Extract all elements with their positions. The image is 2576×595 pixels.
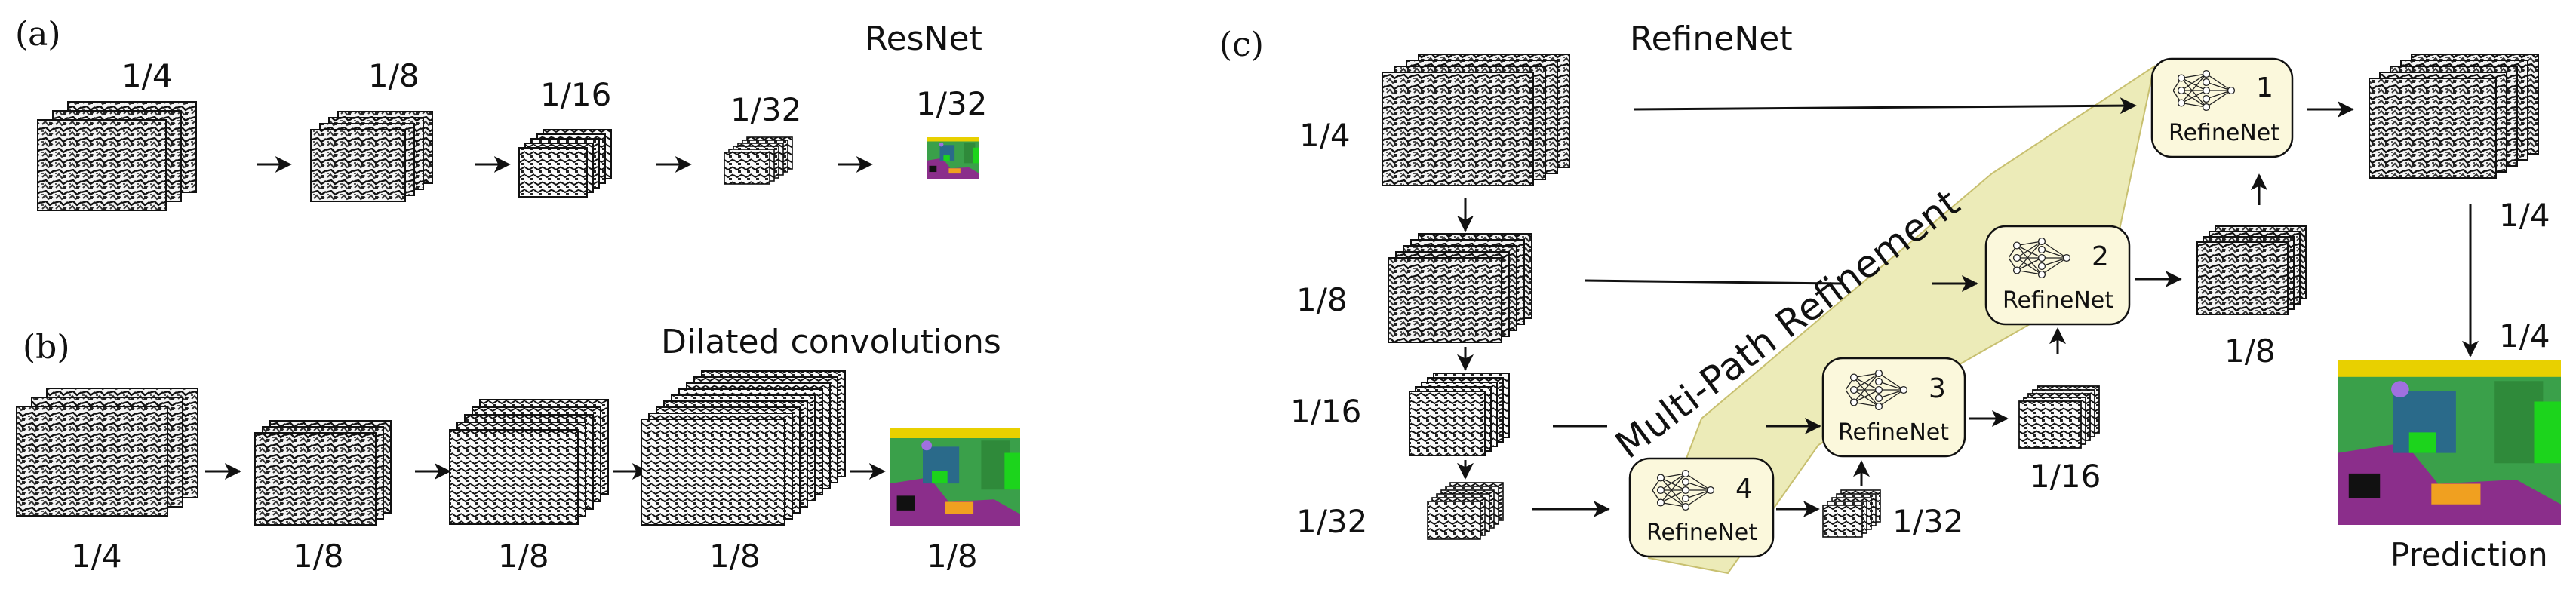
- left-scale-4: 1/32: [1296, 503, 1367, 540]
- skip-arrow-2: [1584, 279, 1842, 285]
- refinenet-block-3-name: RefineNet: [1838, 419, 1949, 446]
- refined-stack-1-32: [1822, 489, 1881, 538]
- feature-stack-b3: [449, 399, 609, 525]
- backbone-stack-1: [1382, 54, 1570, 186]
- output-scale-1-4: 1/4: [2499, 197, 2550, 234]
- feature-stack-b1: [16, 388, 198, 517]
- left-scale-2: 1/8: [1296, 281, 1348, 318]
- feature-stack-a1: [37, 101, 197, 211]
- panel-b: (b) Dilated convolutions 1/4 1/8 1/8: [16, 323, 1020, 575]
- panel-a-title: ResNet: [865, 20, 982, 58]
- panel-a-scale-3: 1/16: [540, 76, 611, 113]
- refined-stack-1-8: [2196, 225, 2307, 315]
- refinenet-block-4: 4 RefineNet: [1628, 457, 1775, 558]
- feature-stack-a3: [518, 129, 612, 198]
- panel-a-scale-2: 1/8: [368, 57, 420, 94]
- panel-b-label: (b): [23, 328, 70, 367]
- panel-b-scale-1: 1/4: [71, 538, 122, 575]
- skip-arrow-1: [1633, 97, 2137, 115]
- prediction-segmentation-map: [2338, 360, 2561, 525]
- output-scale-1-8: 1/8: [2224, 333, 2276, 370]
- output-scale-1-16: 1/16: [2030, 458, 2101, 495]
- final-scale: 1/4: [2499, 317, 2550, 354]
- refinenet-block-4-number: 4: [1735, 474, 1753, 505]
- refinenet-block-1-number: 1: [2256, 72, 2273, 103]
- panel-b-title: Dilated convolutions: [661, 323, 1001, 361]
- segmentation-thumb-a: [927, 137, 979, 179]
- panel-a-scale-5: 1/32: [916, 85, 987, 122]
- refinenet-block-1: 1 RefineNet: [2150, 57, 2294, 158]
- backbone-stack-2: [1388, 233, 1532, 343]
- panel-b-scale-2: 1/8: [293, 538, 344, 575]
- refinenet-block-2: 2 RefineNet: [1984, 225, 2131, 326]
- refined-stack-1-4: [2369, 54, 2539, 179]
- panel-a-label: (a): [15, 15, 61, 54]
- refined-stack-1-16: [2018, 385, 2100, 449]
- feature-stack-b4: [641, 370, 846, 526]
- segmentation-output-b: [890, 428, 1020, 526]
- panel-b-scale-3: 1/8: [498, 538, 549, 575]
- refinenet-block-1-name: RefineNet: [2169, 120, 2279, 146]
- refinenet-block-2-number: 2: [2092, 241, 2109, 272]
- panel-c: (c) RefineNet Multi-Path Refinement 1/4 …: [1219, 20, 2561, 575]
- panel-c-label: (c): [1219, 26, 1264, 64]
- refinenet-block-4-name: RefineNet: [1646, 520, 1757, 546]
- panel-a: (a) ResNet 1/4 1/8 1/16 1/32: [15, 15, 987, 211]
- feature-stack-a2: [310, 111, 433, 202]
- prediction-label: Prediction: [2390, 536, 2548, 573]
- feature-stack-a4: [724, 136, 793, 185]
- panel-b-scale-4: 1/8: [709, 538, 761, 575]
- refinenet-block-2-name: RefineNet: [2003, 287, 2113, 314]
- output-scale-1-32: 1/32: [1892, 503, 1963, 540]
- feature-stack-b2: [254, 420, 392, 526]
- panel-c-title: RefineNet: [1630, 20, 1793, 58]
- panel-b-scale-5: 1/8: [927, 538, 978, 575]
- panel-a-scale-1: 1/4: [121, 57, 173, 94]
- refinenet-block-3: 3 RefineNet: [1821, 357, 1966, 458]
- panel-a-scale-4: 1/32: [730, 91, 801, 128]
- backbone-stack-4: [1427, 482, 1504, 540]
- refinenet-block-3-number: 3: [1929, 373, 1946, 404]
- backbone-stack-3: [1409, 373, 1510, 456]
- left-scale-3: 1/16: [1290, 393, 1361, 430]
- left-scale-1: 1/4: [1299, 117, 1351, 154]
